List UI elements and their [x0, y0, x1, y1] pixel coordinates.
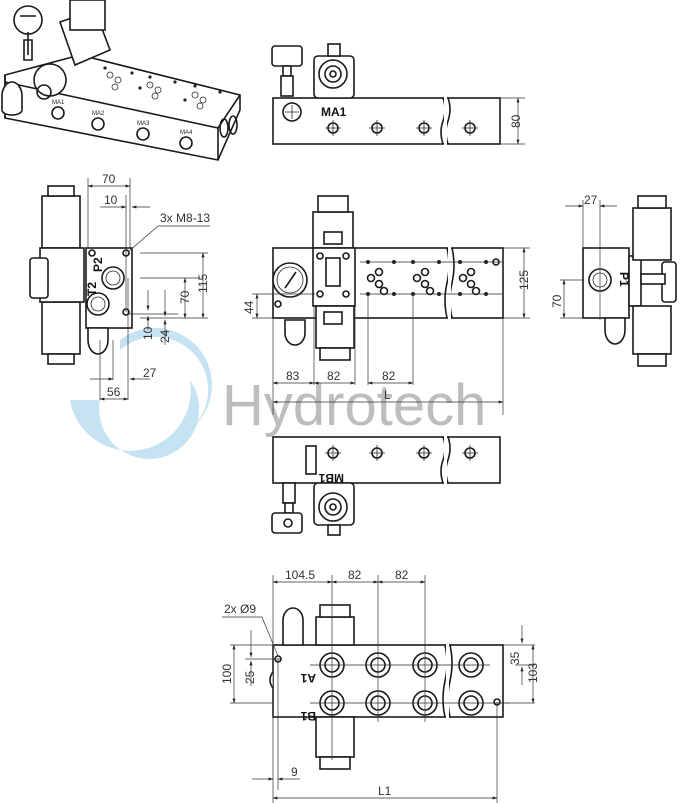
svg-text:70: 70 — [178, 290, 192, 304]
svg-text:56: 56 — [107, 385, 121, 399]
svg-text:10: 10 — [141, 326, 155, 340]
svg-text:MA3: MA3 — [137, 121, 150, 127]
svg-text:MA4: MA4 — [180, 130, 193, 136]
top-view: 125 44 83 82 82 L — [242, 195, 531, 415]
svg-text:27: 27 — [143, 366, 157, 380]
port-label-a1: A1 — [300, 671, 316, 685]
right-side-view: P1 27 70 — [550, 193, 677, 367]
svg-text:83: 83 — [286, 369, 300, 383]
callout-3x-m8: 3x M8-13 — [160, 211, 210, 225]
svg-text:10: 10 — [104, 193, 118, 207]
front-view-top: MA1 80 — [271, 43, 525, 146]
svg-text:125: 125 — [517, 270, 531, 290]
svg-text:MA1: MA1 — [52, 100, 65, 106]
svg-text:82: 82 — [348, 568, 362, 582]
svg-text:70: 70 — [102, 172, 116, 186]
svg-text:L: L — [384, 388, 391, 402]
port-label-p2: P2 — [91, 257, 105, 272]
callout-2x-d9: 2x Ø9 — [224, 602, 256, 616]
svg-text:25: 25 — [243, 670, 257, 684]
bottom-view: A1 B1 104.5 82 82 2x Ø9 100 25 35 103 9 … — [220, 568, 540, 803]
svg-text:100: 100 — [220, 664, 234, 684]
svg-text:82: 82 — [395, 568, 409, 582]
front-view-bottom: MB1 — [271, 435, 501, 536]
svg-text:115: 115 — [196, 274, 210, 293]
svg-text:80: 80 — [509, 114, 523, 128]
watermark-logo — [70, 327, 213, 459]
port-label-ma1: MA1 — [321, 105, 347, 119]
port-label-b1: B1 — [300, 709, 316, 723]
svg-text:82: 82 — [382, 369, 396, 383]
port-label-mb1: MB1 — [318, 471, 344, 485]
svg-text:9: 9 — [291, 765, 298, 779]
svg-text:104.5: 104.5 — [285, 568, 315, 582]
svg-text:82: 82 — [327, 369, 341, 383]
iso-view: MA1 MA2 MA3 MA4 — [1, 0, 241, 161]
svg-text:27: 27 — [584, 193, 598, 207]
svg-text:MA2: MA2 — [92, 111, 105, 117]
svg-text:70: 70 — [550, 294, 564, 308]
svg-text:24: 24 — [158, 329, 172, 343]
svg-text:103: 103 — [526, 663, 540, 683]
svg-text:44: 44 — [242, 300, 256, 314]
svg-text:L1: L1 — [378, 784, 392, 798]
port-label-t2: T2 — [85, 282, 99, 296]
port-label-p1: P1 — [617, 272, 631, 287]
left-side-view: P2 T2 70 10 3x M8-13 115 70 10 24 27 56 — [29, 172, 210, 401]
svg-text:35: 35 — [508, 651, 522, 665]
